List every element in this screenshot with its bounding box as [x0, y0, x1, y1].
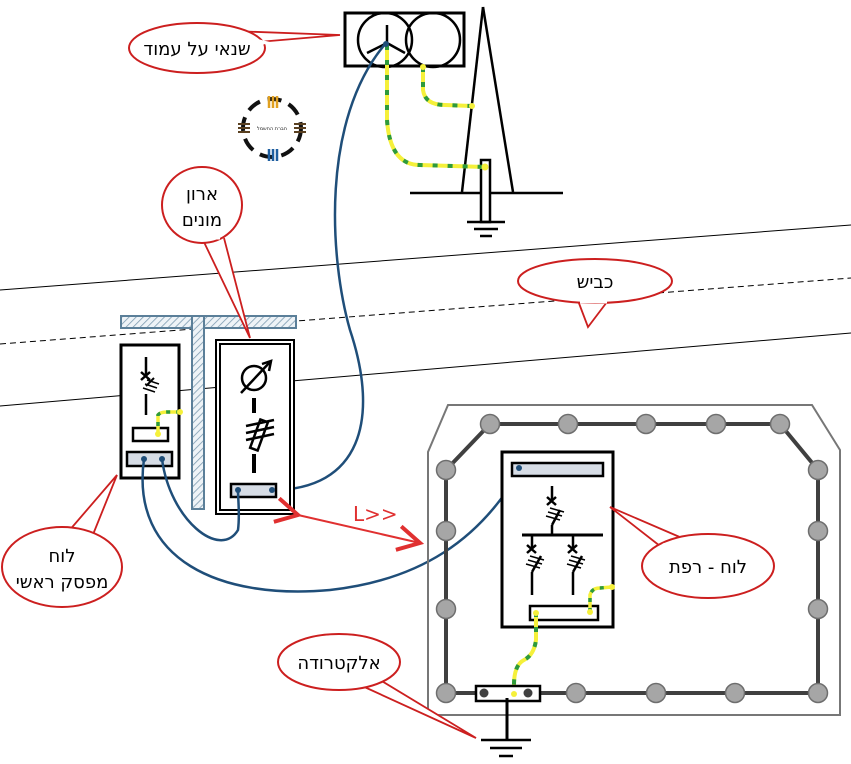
internal-cables: [141, 458, 522, 593]
callout-text: לוח - רפת: [669, 557, 747, 578]
callout-text: שנאי על עמוד: [143, 39, 250, 60]
callout-text-line2: מפסק ראשי: [16, 572, 109, 593]
callout-text: אלקטרודה: [297, 653, 380, 674]
cable-terminal: [383, 41, 389, 47]
ground-ring-node: [769, 413, 791, 435]
ground-ring-node: [435, 598, 457, 620]
callout-main-breaker-panel: לוח מפסק ראשי: [1, 474, 123, 608]
ground-ring-node: [705, 413, 727, 435]
company-logo: חברת החשמל: [238, 96, 306, 161]
meter-busbar: [229, 482, 278, 499]
ground-ring-node: [807, 682, 829, 704]
main-breaker-panel: [119, 343, 183, 480]
logo-text: חברת החשמל: [257, 126, 287, 132]
building-wall: [120, 315, 297, 510]
breaker-icon: [142, 379, 160, 393]
barn-panel: [500, 450, 615, 629]
callout-text-line1: לוח: [49, 546, 76, 567]
barn-building-outline: [427, 404, 841, 716]
road-centerline: [0, 277, 851, 345]
ground-ring-node: [435, 682, 457, 704]
pole-transformer: [343, 11, 466, 69]
callout-road: כביש: [517, 258, 673, 329]
barn-busbar: [510, 461, 605, 478]
ground-ring-node: [807, 520, 829, 542]
callout-text-line1: ארון: [186, 184, 218, 205]
fuse-icon: [245, 417, 275, 453]
ground-symbol-icon: [467, 220, 505, 238]
barn-ground-bar: [528, 604, 600, 622]
meter-icon: [240, 364, 268, 392]
distance-label: L>>: [353, 502, 398, 526]
utility-pole: [410, 6, 563, 224]
callout-meter-cabinet: ארון מונים: [161, 166, 251, 339]
ground-ring-node: [435, 520, 457, 542]
transformer-secondary-coil-icon: [404, 11, 462, 69]
meter-cabinet: [215, 339, 295, 515]
distance-indicator: L>>: [298, 502, 420, 543]
callout-barn-panel: לוח - רפת: [609, 506, 775, 599]
main-breaker-icon: [545, 486, 565, 535]
ground-ring-node: [565, 682, 587, 704]
callout-pole-transformer: שנאי על עמוד: [128, 22, 341, 74]
branch-breaker-icon: [566, 535, 586, 595]
electrode-connector: [474, 684, 542, 740]
road-edge-top: [0, 224, 851, 291]
ground-symbol-icon: [481, 738, 531, 758]
ground-ring-node: [724, 682, 746, 704]
breaker-x-icon: [140, 371, 151, 381]
busbar: [125, 450, 174, 468]
callout-text: כביש: [577, 272, 614, 293]
foundation-ground-ring: [435, 413, 829, 704]
transformer-ground-wires: [385, 45, 489, 171]
ground-ring-node: [435, 459, 457, 481]
ground-ring-node: [635, 413, 657, 435]
ground-ring-node: [479, 413, 501, 435]
ground-ring-node: [557, 413, 579, 435]
callout-text-line2: מונים: [182, 210, 222, 231]
ground-bar: [131, 426, 170, 443]
ground-ring-node: [807, 598, 829, 620]
ground-ring-node: [645, 682, 667, 704]
branch-breaker-icon: [525, 535, 545, 595]
service-cable: [271, 42, 387, 492]
ground-ring-node: [807, 459, 829, 481]
callout-electrode: אלקטרודה: [277, 633, 477, 739]
